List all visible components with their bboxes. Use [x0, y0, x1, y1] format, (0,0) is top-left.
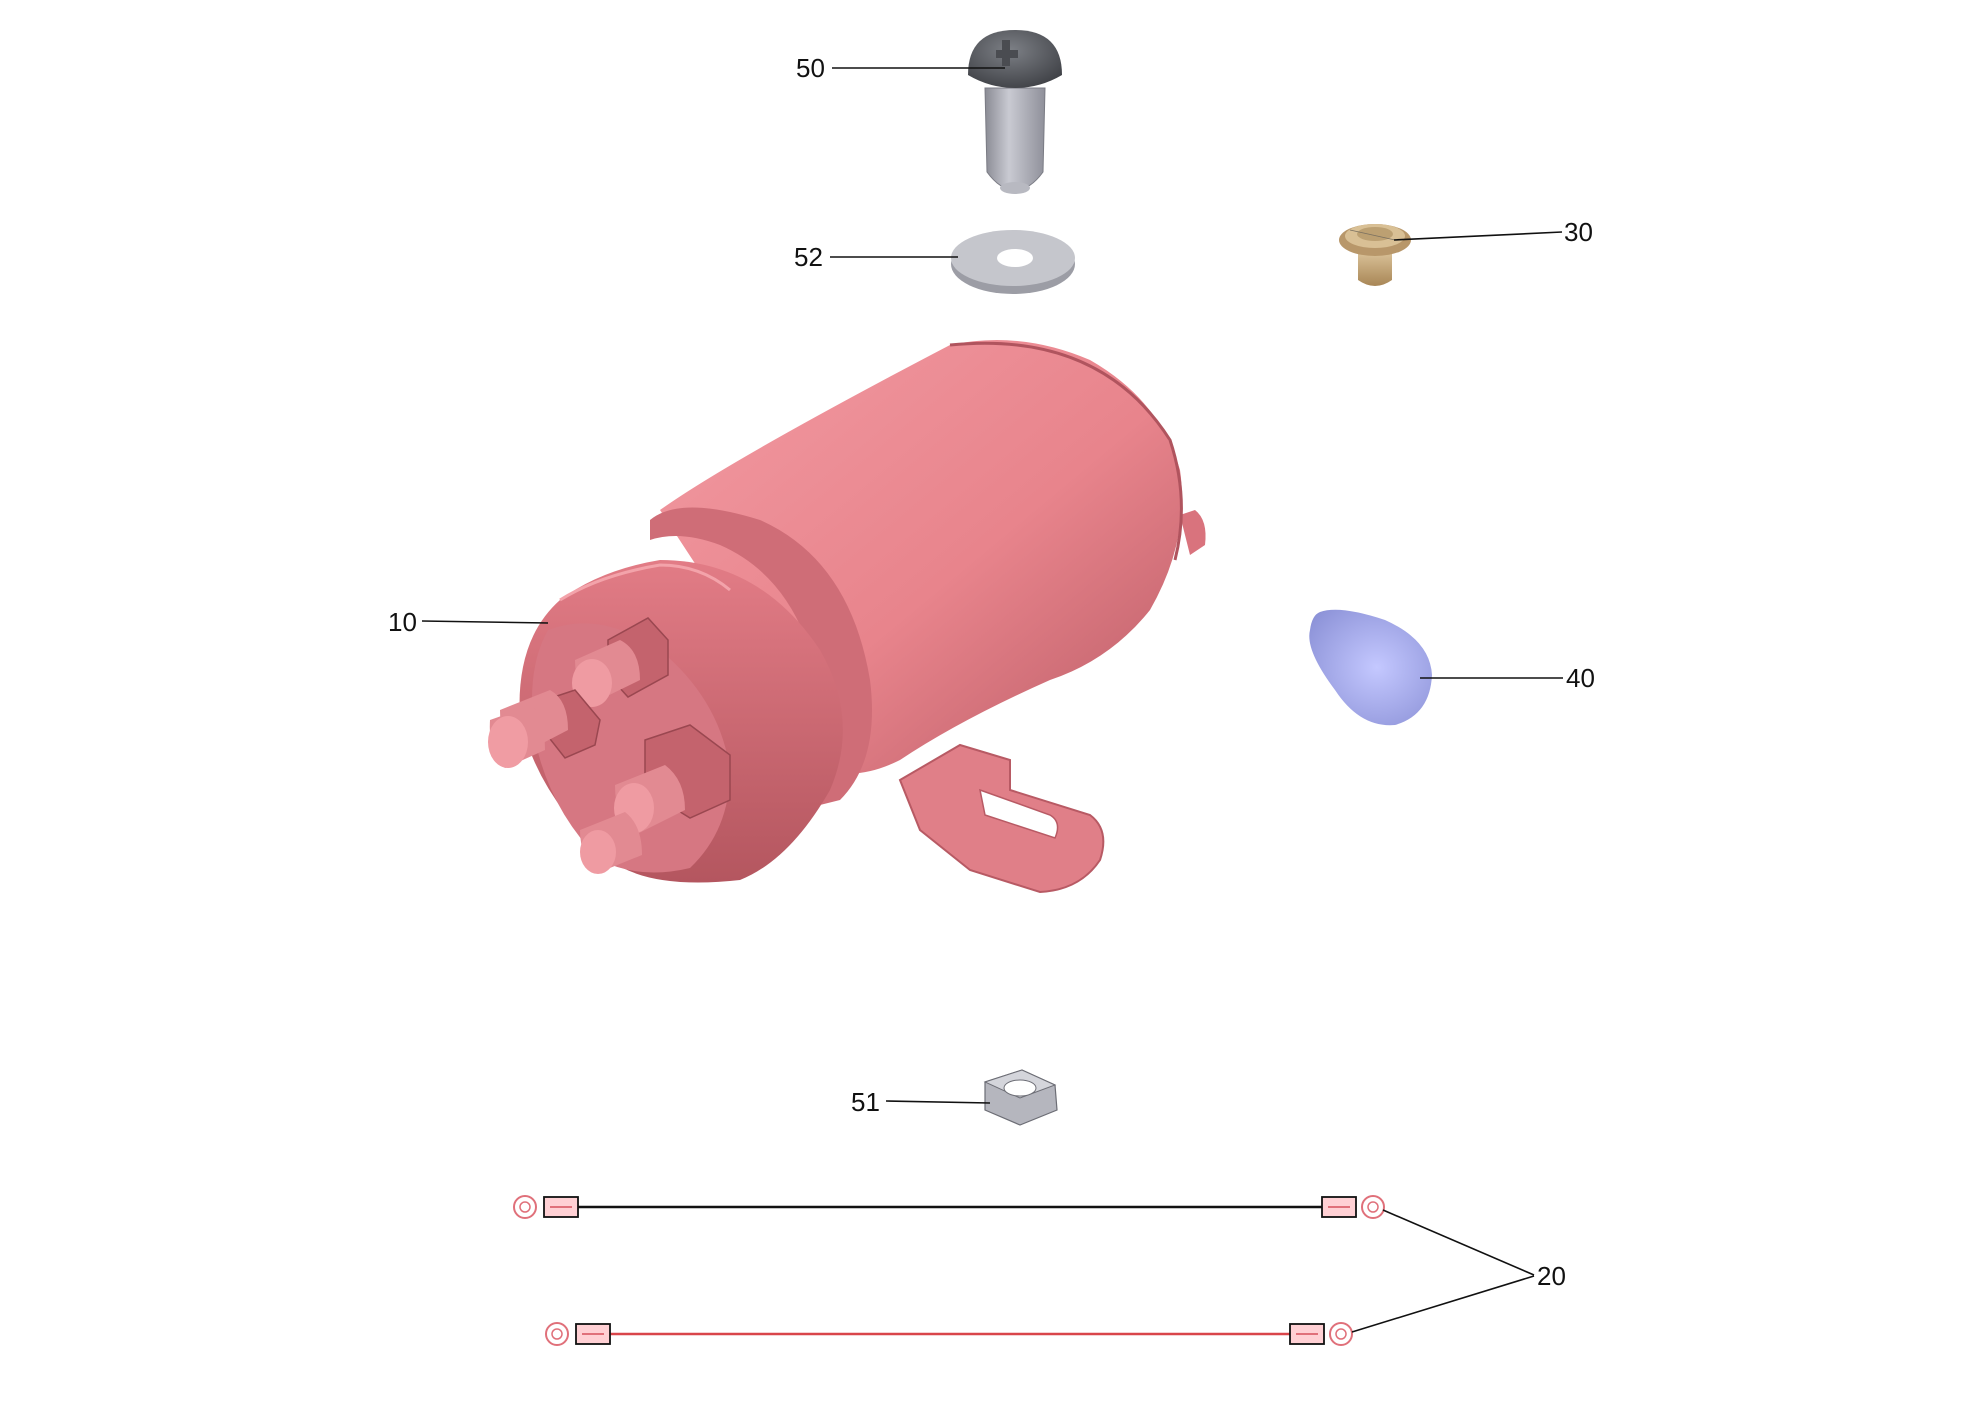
- leader-30: [1393, 231, 1563, 241]
- cable-set-part: [513, 1195, 1385, 1346]
- callout-50: 50: [796, 53, 825, 83]
- bushing-part: [1339, 224, 1411, 286]
- leader-10: [421, 620, 549, 624]
- leader-20a: [1382, 1209, 1535, 1276]
- callout-labels: 50 52 30 10 40 51 20: [388, 53, 1595, 1291]
- washer-part: [951, 230, 1075, 294]
- callout-52: 52: [794, 242, 823, 272]
- leader-51: [885, 1100, 991, 1104]
- callout-10: 10: [388, 607, 417, 637]
- red-cable: [545, 1322, 1353, 1346]
- terminal-cap-part: [1309, 609, 1432, 726]
- callout-51: 51: [851, 1087, 880, 1117]
- leader-lines: [421, 67, 1563, 1333]
- callout-30: 30: [1564, 217, 1593, 247]
- callout-20: 20: [1537, 1261, 1566, 1291]
- callout-40: 40: [1566, 663, 1595, 693]
- solenoid-part: [488, 340, 1206, 894]
- hex-nut-part: [983, 1069, 1058, 1126]
- black-cable: [513, 1195, 1385, 1219]
- leader-20b: [1351, 1275, 1535, 1333]
- screw-part: [968, 30, 1062, 194]
